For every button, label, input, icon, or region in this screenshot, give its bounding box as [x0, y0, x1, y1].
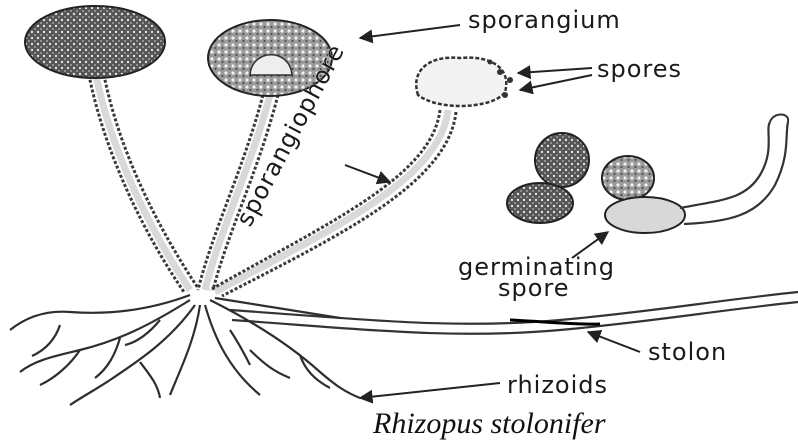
- label-spores: spores: [597, 55, 682, 83]
- rhizoids: [10, 295, 360, 405]
- label-stolon: stolon: [648, 338, 727, 366]
- label-spore: spore: [498, 274, 570, 302]
- label-sporangium: sporangium: [468, 6, 621, 34]
- caption: Rhizopus stolonifer: [372, 407, 606, 440]
- sporangium-burst: [416, 58, 513, 106]
- sporangium-left: [25, 6, 165, 78]
- label-rhizoids: rhizoids: [507, 371, 608, 399]
